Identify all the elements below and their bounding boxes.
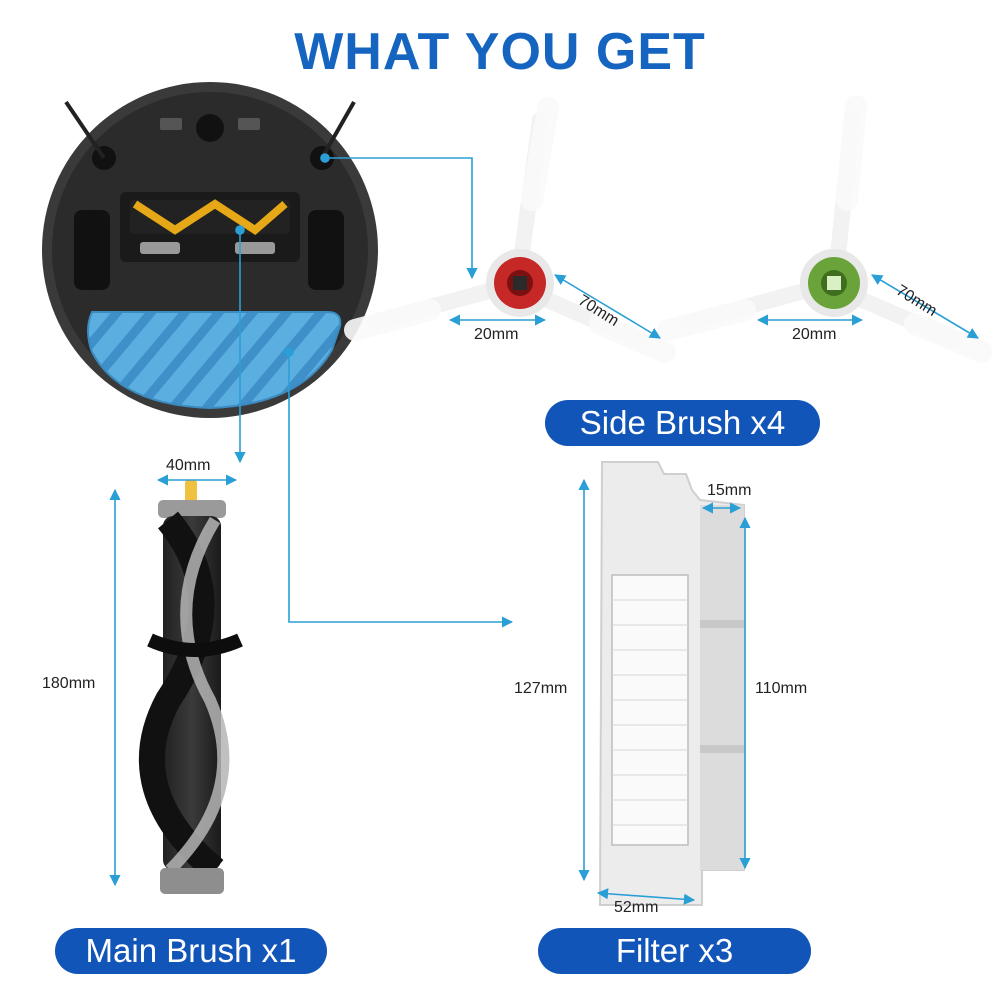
filter-image — [598, 461, 745, 906]
main-brush-image — [138, 480, 243, 894]
side-brush-green-image — [657, 95, 993, 363]
page-title: WHAT YOU GET — [294, 23, 706, 81]
filter-inner-height-dimension: 110mm — [755, 680, 808, 697]
side-red-hub-dimension: 20mm — [474, 326, 519, 343]
side-brush-label: Side Brush x4 — [545, 400, 820, 446]
filter-label: Filter x3 — [538, 928, 811, 974]
filter-height-dimension: 127mm — [514, 680, 568, 697]
side-brush-dimension-lines — [448, 274, 979, 339]
filter-dimension-lines — [578, 478, 751, 905]
main-brush-label: Main Brush x1 — [55, 928, 327, 974]
main-brush-dimension-lines — [109, 474, 238, 887]
robot-vacuum-image — [42, 82, 378, 418]
filter-width-dimension: 52mm — [614, 899, 659, 916]
leader-lines — [234, 153, 514, 628]
side-green-hub-dimension: 20mm — [792, 326, 837, 343]
filter-depth-dimension: 15mm — [707, 482, 752, 499]
main-brush-width-dimension: 40mm — [166, 457, 211, 474]
main-brush-length-dimension: 180mm — [42, 675, 96, 692]
